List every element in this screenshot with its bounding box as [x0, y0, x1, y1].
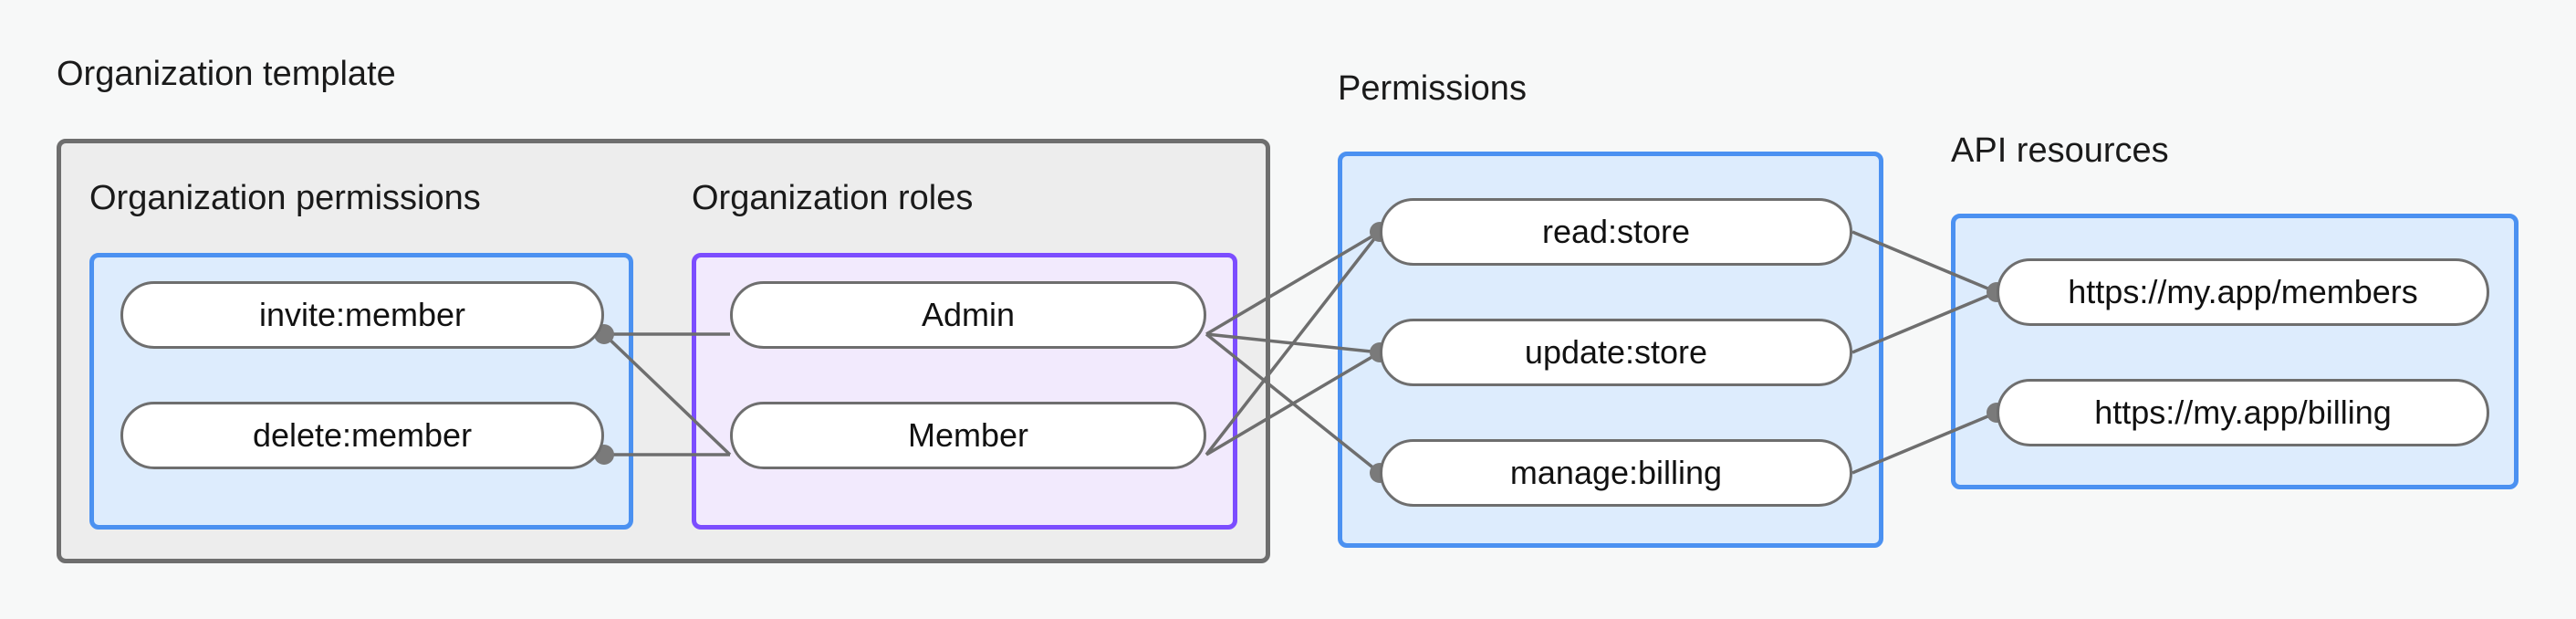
group-container-api-resources	[1951, 214, 2519, 489]
subgroup-title-organization-permissions: Organization permissions	[89, 179, 481, 217]
node-member[interactable]: Member	[730, 402, 1206, 469]
group-title-permissions: Permissions	[1338, 69, 1527, 108]
node-read-store[interactable]: read:store	[1380, 198, 1852, 266]
node-invite-member[interactable]: invite:member	[120, 281, 604, 349]
group-title-api-resources: API resources	[1951, 131, 2169, 170]
node-manage-billing[interactable]: manage:billing	[1380, 439, 1852, 507]
node-update-store[interactable]: update:store	[1380, 319, 1852, 386]
node-members-endpoint[interactable]: https://my.app/members	[1997, 258, 2489, 326]
node-billing-endpoint[interactable]: https://my.app/billing	[1997, 379, 2489, 446]
node-delete-member[interactable]: delete:member	[120, 402, 604, 469]
subgroup-title-organization-roles: Organization roles	[692, 179, 974, 217]
group-title-organization-template: Organization template	[57, 55, 396, 93]
node-admin[interactable]: Admin	[730, 281, 1206, 349]
